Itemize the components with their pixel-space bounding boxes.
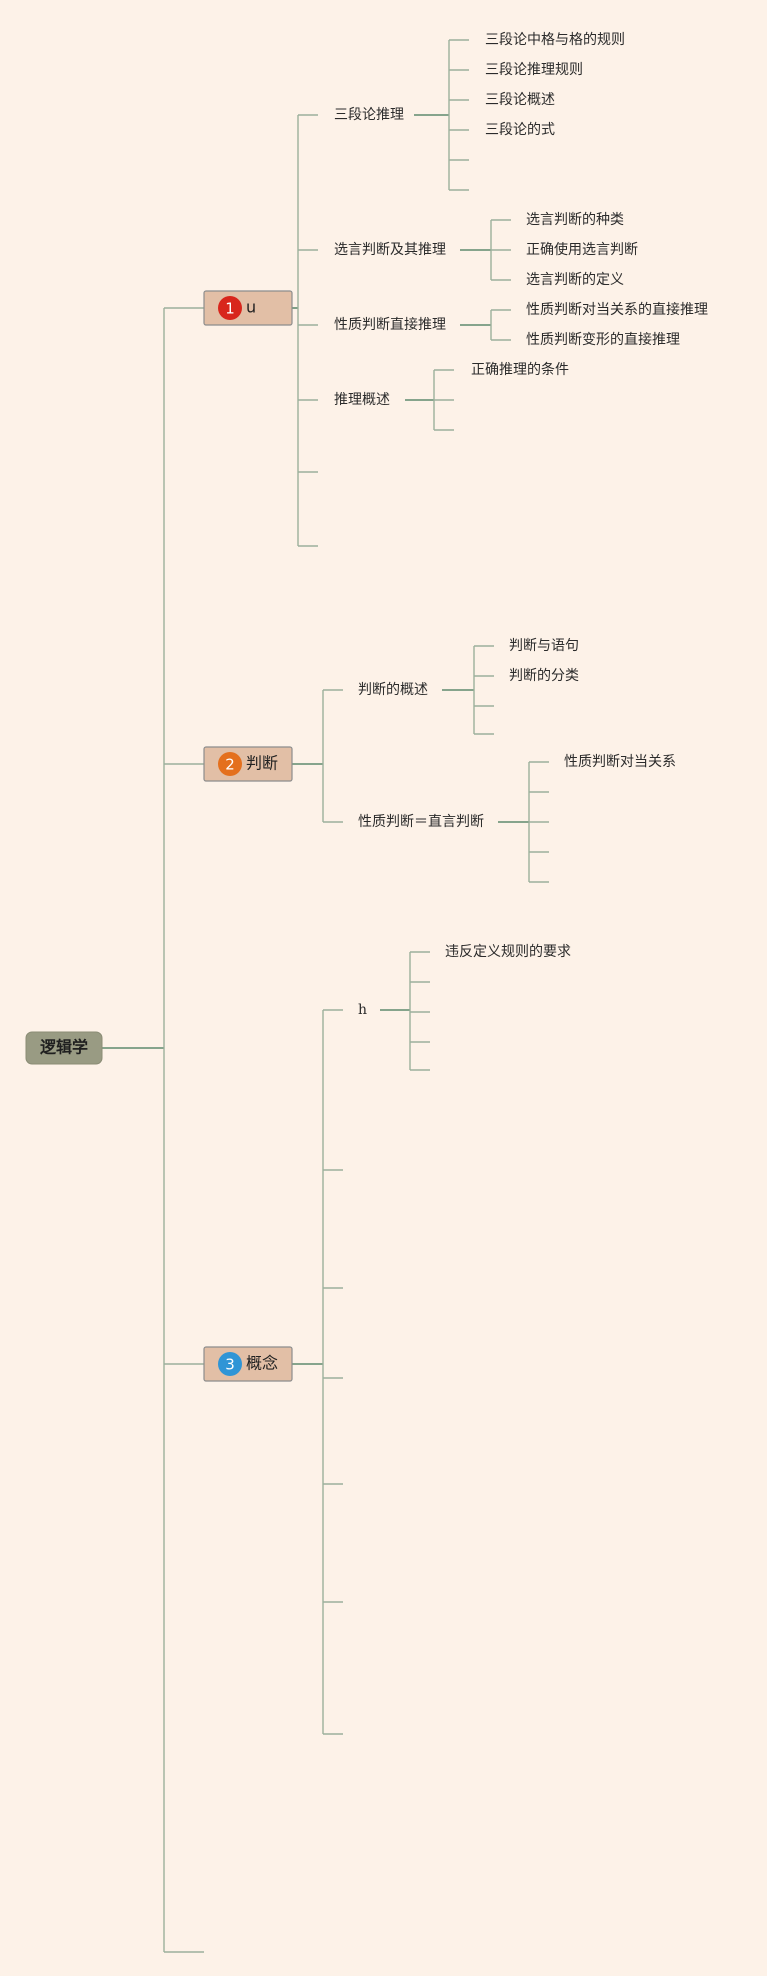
child-label: 判断的分类 <box>509 668 579 684</box>
topic-label: 三段论推理 <box>334 107 404 123</box>
child-label: 三段论中格与格的规则 <box>485 32 625 48</box>
child-label: 选言判断的定义 <box>526 272 624 288</box>
topic-label: 性质判断＝直言判断 <box>358 813 484 830</box>
branch-badge-number: 1 <box>225 300 235 318</box>
topic-label: 判断的概述 <box>358 682 428 698</box>
topic-label: 推理概述 <box>334 392 390 408</box>
branch-badge-icon <box>218 752 242 776</box>
branch-label: u <box>246 298 256 317</box>
connector-lines <box>102 39 549 1953</box>
topic-label: 性质判断直接推理 <box>334 316 446 333</box>
topic-label: h <box>358 1002 367 1018</box>
branch-badge-icon <box>218 1352 242 1376</box>
branch-badge-number: 3 <box>225 1356 235 1374</box>
child-label: 违反定义规则的要求 <box>445 944 571 960</box>
branch-label: 概念 <box>246 1354 278 1373</box>
root-label: 逻辑学 <box>40 1038 88 1057</box>
root-node <box>25 1031 103 1065</box>
branch-badge-icon <box>218 296 242 320</box>
child-label: 正确推理的条件 <box>471 361 569 378</box>
child-label: 性质判断对当关系 <box>564 754 676 770</box>
branch-label: 判断 <box>246 754 278 773</box>
child-label: 三段论推理规则 <box>485 62 583 78</box>
child-label: 性质判断对当关系的直接推理 <box>526 301 708 318</box>
child-label: 三段论的式 <box>485 122 555 138</box>
child-label: 正确使用选言判断 <box>526 241 638 258</box>
child-label: 判断与语句 <box>509 638 579 654</box>
child-label: 选言判断的种类 <box>526 212 624 228</box>
topic-label: 选言判断及其推理 <box>334 242 446 258</box>
branch-badge-number: 2 <box>225 756 235 774</box>
child-label: 性质判断变形的直接推理 <box>526 331 680 348</box>
child-label: 三段论概述 <box>485 92 555 108</box>
